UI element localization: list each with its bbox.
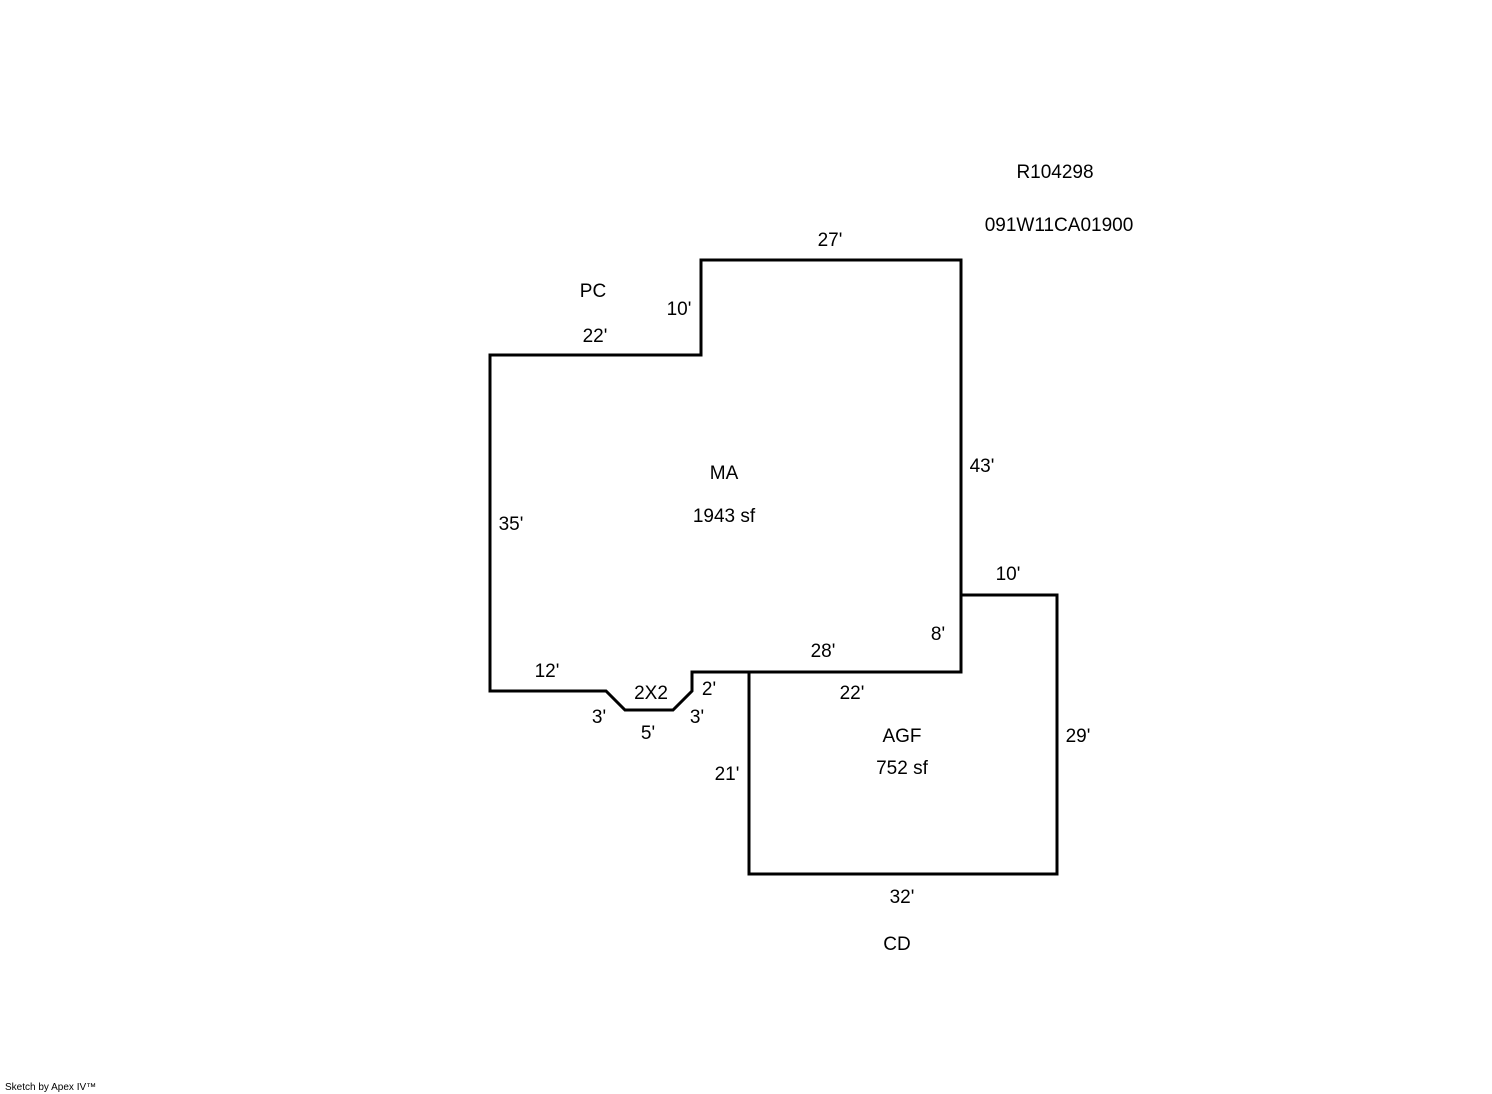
dim-main-bottom-left: 12' — [535, 661, 560, 682]
bay-code: 2X2 — [634, 683, 668, 704]
dim-main-bottom-right: 28' — [811, 641, 836, 662]
dim-garage-top-right: 10' — [996, 564, 1021, 585]
dim-garage-left: 21' — [715, 764, 740, 785]
parcel-number: 091W11CA01900 — [985, 215, 1134, 236]
garage-outline — [747, 593, 1059, 876]
dim-garage-top: 22' — [840, 683, 865, 704]
dim-main-left: 35' — [499, 514, 524, 535]
dim-bay-step: 2' — [702, 679, 716, 700]
dim-bay-right: 3' — [690, 707, 704, 728]
dim-main-step-up: 10' — [667, 299, 692, 320]
dim-garage-bottom: 32' — [890, 887, 915, 908]
dim-main-right-lower: 8' — [931, 624, 945, 645]
porch-code: PC — [580, 281, 606, 302]
main-area-size: 1943 sf — [693, 506, 756, 527]
garage-size: 752 sf — [876, 758, 928, 779]
dim-main-top: 27' — [818, 230, 843, 251]
dim-garage-right: 29' — [1066, 726, 1091, 747]
dim-main-right: 43' — [970, 456, 995, 477]
dim-bay-left: 3' — [592, 707, 606, 728]
dim-main-left-top: 22' — [583, 326, 608, 347]
main-area-outline — [488, 258, 963, 712]
dim-bay-bottom: 5' — [641, 723, 655, 744]
main-area-code: MA — [710, 463, 739, 484]
garage-code: AGF — [882, 726, 921, 747]
deck-code: CD — [883, 934, 910, 955]
sketch-credit: Sketch by Apex IV™ — [5, 1082, 96, 1093]
record-id: R104298 — [1016, 162, 1093, 183]
